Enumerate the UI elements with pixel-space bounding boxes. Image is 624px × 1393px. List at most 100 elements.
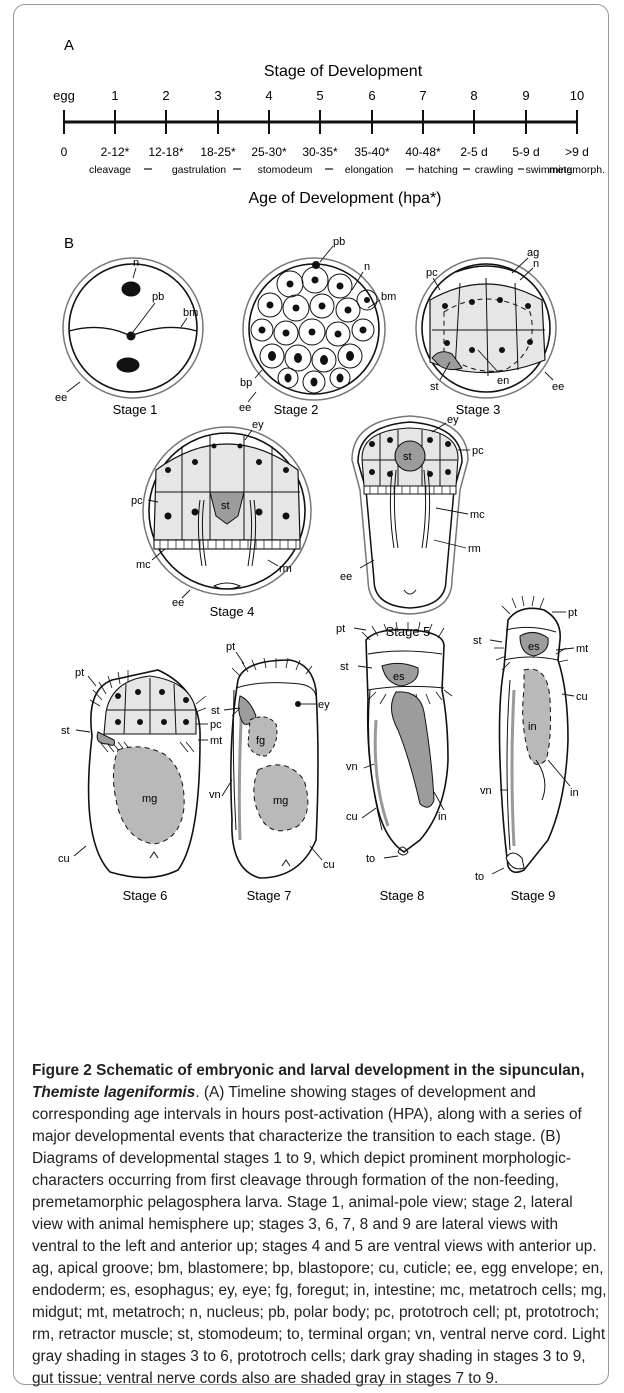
age-label: 30-35*	[302, 145, 338, 159]
stage-num: 3	[214, 88, 221, 103]
stage-3-diagram	[416, 258, 556, 398]
figure-graphic: A Stage of Development egg 1 2 3 4 5 6 7…	[0, 0, 624, 1060]
lbl-n: n	[364, 261, 370, 273]
lbl-n: n	[533, 258, 539, 270]
panel-a-label: A	[64, 37, 74, 54]
stage-1-diagram	[63, 258, 203, 398]
stage-9-diagram	[490, 596, 574, 874]
lbl-ee: ee	[239, 402, 251, 414]
lbl-pc: pc	[472, 445, 484, 457]
stage-5-diagram	[352, 416, 470, 614]
age-label: 0	[61, 145, 68, 159]
stage-6-diagram	[74, 670, 208, 878]
age-label: 18-25*	[200, 145, 236, 159]
lbl-in: in	[438, 811, 447, 823]
stage-num: 1	[111, 88, 118, 103]
stage-4-label: Stage 4	[210, 604, 255, 619]
stage-num: 2	[162, 88, 169, 103]
timeline-axis	[64, 110, 577, 134]
timeline-axis-label: Age of Development (hpa*)	[249, 190, 442, 207]
figure-caption: Figure 2 Schematic of embryonic and larv…	[32, 1060, 607, 1390]
lbl-ee: ee	[55, 392, 67, 404]
age-label: 2-5 d	[460, 145, 487, 159]
stage-9-label: Stage 9	[511, 888, 556, 903]
lbl-pt: pt	[568, 607, 577, 619]
stage-6-label: Stage 6	[123, 888, 168, 903]
lbl-to: to	[475, 871, 484, 883]
lbl-st: st	[473, 635, 482, 647]
stage-2-label: Stage 2	[274, 402, 319, 417]
lbl-ee: ee	[172, 597, 184, 609]
stage-num: 4	[265, 88, 272, 103]
stage-7-diagram	[222, 652, 322, 878]
lbl-ey: ey	[252, 419, 264, 431]
lbl-es: es	[528, 641, 540, 653]
age-label: 12-18*	[148, 145, 184, 159]
stage-8-labels: pt st es vn in cu to	[336, 623, 447, 865]
lbl-pt: pt	[336, 623, 345, 635]
stage-num: 5	[316, 88, 323, 103]
lbl-ee: ee	[552, 381, 564, 393]
lbl-ee: ee	[340, 571, 352, 583]
stage-3-label: Stage 3	[456, 402, 501, 417]
lbl-in: in	[528, 721, 537, 733]
lbl-es: es	[393, 671, 405, 683]
lbl-mg: mg	[142, 793, 157, 805]
lbl-pb: pb	[333, 236, 345, 248]
panel-b-label: B	[64, 235, 74, 252]
event-label: gastrulation	[172, 164, 226, 176]
lbl-fg: fg	[256, 735, 265, 747]
lbl-in-2: in	[570, 787, 579, 799]
age-label: 40-48*	[405, 145, 441, 159]
lbl-mc: mc	[470, 509, 485, 521]
lbl-vn: vn	[346, 761, 358, 773]
lbl-cu: cu	[323, 859, 335, 871]
age-label: 5-9 d	[512, 145, 539, 159]
lbl-st: st	[61, 725, 70, 737]
lbl-st: st	[211, 705, 220, 717]
lbl-mg: mg	[273, 795, 288, 807]
event-label: elongation	[345, 164, 394, 176]
lbl-vn: vn	[209, 789, 221, 801]
lbl-bp: bp	[240, 377, 252, 389]
event-label: cleavage	[89, 164, 131, 176]
lbl-en: en	[497, 375, 509, 387]
age-label: 2-12*	[101, 145, 130, 159]
lbl-ey: ey	[447, 414, 459, 426]
timeline-stage-numbers: egg 1 2 3 4 5 6 7 8 9 10	[53, 88, 584, 103]
lbl-bm: bm	[381, 291, 396, 303]
caption-species: Themiste lageniformis	[32, 1084, 195, 1101]
lbl-cu: cu	[346, 811, 358, 823]
lbl-rm: rm	[468, 543, 481, 555]
lbl-st: st	[221, 500, 230, 512]
timeline-events: cleavage gastrulation stomodeum elongati…	[89, 164, 605, 176]
age-label: 25-30*	[251, 145, 287, 159]
lbl-st: st	[430, 381, 439, 393]
lbl-n: n	[133, 257, 139, 269]
lbl-cu: cu	[58, 853, 70, 865]
lbl-rm: rm	[279, 563, 292, 575]
caption-body: (A) Timeline showing stages of developme…	[32, 1084, 607, 1387]
lbl-to: to	[366, 853, 375, 865]
lbl-pt: pt	[226, 641, 235, 653]
age-label: 35-40*	[354, 145, 390, 159]
stage-num: 10	[570, 88, 584, 103]
lbl-pc: pc	[210, 719, 222, 731]
event-label: stomodeum	[258, 164, 313, 176]
age-label: >9 d	[565, 145, 589, 159]
stage-7-label: Stage 7	[247, 888, 292, 903]
lbl-st: st	[340, 661, 349, 673]
stage-8-label: Stage 8	[380, 888, 425, 903]
lbl-cu: cu	[576, 691, 588, 703]
lbl-pb: pb	[152, 291, 164, 303]
stage-num: 8	[470, 88, 477, 103]
stage-1-label: Stage 1	[113, 402, 158, 417]
lbl-ey: ey	[318, 699, 330, 711]
stage-num: egg	[53, 88, 75, 103]
lbl-pt: pt	[75, 667, 84, 679]
lbl-vn: vn	[480, 785, 492, 797]
event-label: crawling	[475, 164, 514, 176]
event-label: hatching	[418, 164, 458, 176]
stage-num: 6	[368, 88, 375, 103]
stage-num: 7	[419, 88, 426, 103]
